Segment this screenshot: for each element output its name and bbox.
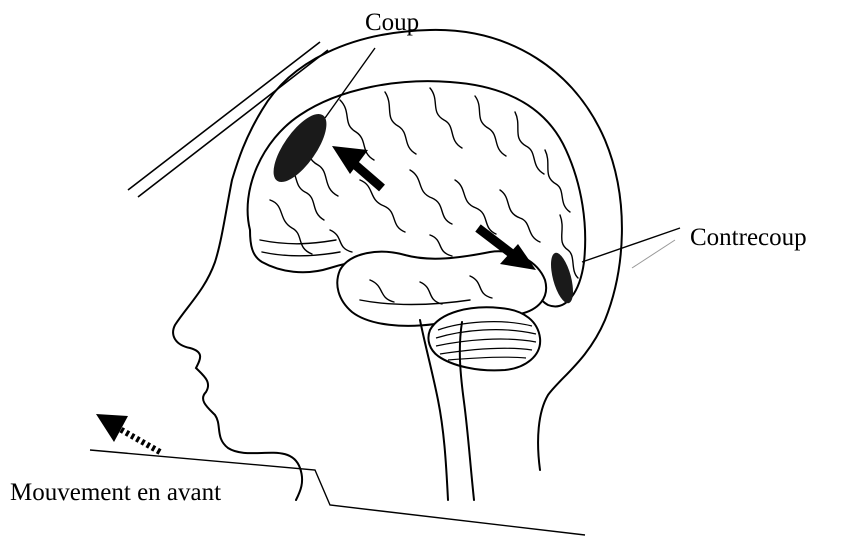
contrecoup-leader bbox=[582, 228, 680, 262]
movement-label: Mouvement en avant bbox=[10, 480, 221, 505]
movement-arrow bbox=[96, 414, 160, 452]
cerebellum bbox=[428, 307, 540, 370]
coup-label: Coup bbox=[365, 10, 419, 35]
contrecoup-label: Contrecoup bbox=[690, 225, 807, 250]
surface-hint bbox=[632, 240, 675, 268]
